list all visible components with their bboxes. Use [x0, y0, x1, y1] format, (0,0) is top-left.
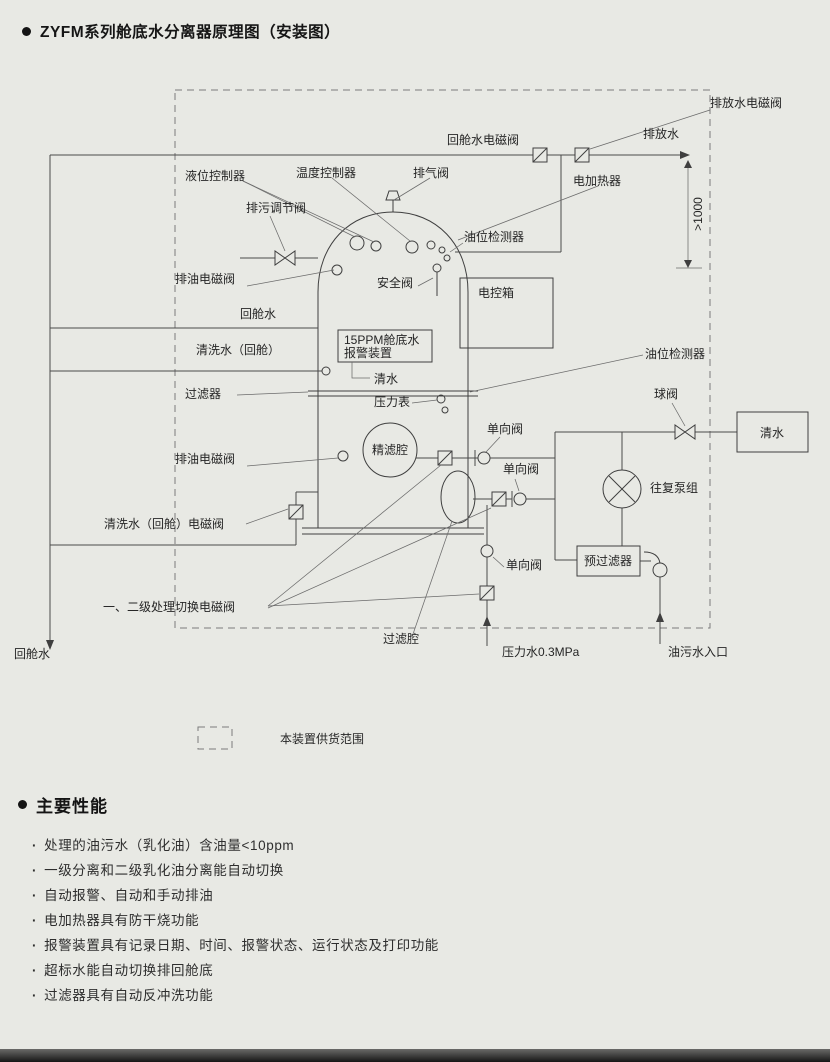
- left-side-piping: [50, 257, 322, 546]
- features-heading-row: 主要性能: [18, 792, 798, 817]
- label-alarm-line2: 报警装置: [344, 345, 392, 360]
- label-return-water-bottom: 回舱水: [14, 647, 50, 661]
- legend-dashed-box: [197, 726, 233, 750]
- label-safety-valve: 安全阀: [377, 275, 413, 290]
- label-heater: 电加热器: [573, 174, 621, 188]
- label-leader-lines: [236, 109, 711, 638]
- label-return-solenoid: 回舱水电磁阀: [447, 132, 519, 147]
- check-valve-2-icon: [513, 492, 527, 506]
- label-clean-water-box: 清水: [760, 426, 784, 440]
- schematic-diagram: 排放水电磁阀 回舱水电磁阀 排放水 >1000 液位控制器 温度控制器 排气阀 …: [14, 89, 809, 750]
- outlet-row-2: [473, 491, 555, 507]
- check-valve-3-icon: [480, 544, 494, 558]
- reciprocating-pump-icon: [602, 469, 642, 509]
- label-prefilter: 预过滤器: [584, 554, 632, 568]
- label-level-controller: 液位控制器: [185, 168, 245, 183]
- filter-chamber-shape: [440, 470, 476, 524]
- label-check-valve-2: 单向阀: [503, 461, 539, 476]
- label-oil-detector-top: 油位检测器: [464, 229, 524, 244]
- sewage-regulating-valve-icon: [274, 250, 296, 266]
- inlet-foot-valve-icon: [643, 551, 668, 578]
- label-fine-chamber: 精滤腔: [372, 442, 408, 457]
- feature-item: 一级分离和二级乳化油分离能自动切换: [32, 858, 798, 883]
- label-wash-water: 清洗水（回舱）: [196, 343, 280, 357]
- label-alarm-line1: 15PPM舱底水: [344, 332, 419, 347]
- wash-water-solenoid-icon: [288, 504, 304, 520]
- separator-vessel: [302, 211, 484, 535]
- page-title: ZYFM系列舱底水分离器原理图（安装图）: [40, 24, 341, 41]
- return-solenoid-valve-icon: [532, 147, 548, 163]
- switch-solenoid-1-icon: [437, 450, 453, 466]
- label-switch-solenoid: 一、二级处理切换电磁阀: [103, 599, 235, 614]
- document-title-row: ZYFM系列舱底水分离器原理图（安装图）: [22, 20, 340, 42]
- feature-item: 超标水能自动切换排回舱底: [32, 958, 798, 983]
- bullet-icon: [22, 26, 31, 36]
- bullet-icon: [18, 800, 27, 809]
- switch-solenoid-2-icon: [491, 491, 507, 507]
- label-vent-valve: 排气阀: [413, 165, 449, 180]
- features-heading: 主要性能: [36, 797, 108, 816]
- outlet-row-1: [416, 450, 555, 466]
- feature-list: 处理的油污水（乳化油）含油量<10ppm 一级分离和二级乳化油分离能自动切换 自…: [18, 833, 798, 1008]
- label-ball-valve: 球阀: [654, 387, 678, 401]
- label-oil-drain-solenoid-2: 排油电磁阀: [175, 451, 235, 466]
- right-side-piping: [554, 431, 737, 644]
- discharge-arrow-icon: [680, 151, 690, 159]
- feature-item: 报警装置具有记录日期、时间、报警状态、运行状态及打印功能: [32, 933, 798, 958]
- height-dimension: [676, 160, 702, 269]
- feature-item: 自动报警、自动和手动排油: [32, 883, 798, 908]
- switch-solenoid-3-icon: [479, 585, 495, 601]
- feature-item: 过滤器具有自动反冲洗功能: [32, 983, 798, 1008]
- label-oil-drain-solenoid-1: 排油电磁阀: [175, 271, 235, 286]
- label-filter-chamber: 过滤腔: [383, 631, 419, 646]
- label-drain-water: 排放水: [643, 126, 679, 141]
- return-arrow-icon: [46, 640, 54, 650]
- pressure-gauge-icon: [436, 394, 449, 414]
- label-filter: 过滤器: [185, 387, 221, 401]
- pressure-water-arrow-icon: [483, 616, 491, 626]
- ball-valve-icon: [674, 424, 696, 440]
- label-pressure-gauge: 压力表: [374, 395, 410, 409]
- top-discharge-piping: [49, 154, 682, 642]
- alarm-device-box: [337, 329, 433, 363]
- piping-diagram-svg: 排放水电磁阀 回舱水电磁阀 排放水 >1000 液位控制器 温度控制器 排气阀 …: [14, 89, 809, 750]
- label-sewage-valve: 排污调节阀: [246, 201, 306, 215]
- scan-edge-shadow: [0, 1049, 830, 1062]
- label-wash-solenoid: 清洗水（回舱）电磁阀: [104, 516, 224, 531]
- wash-water-nozzle-icon: [321, 366, 331, 376]
- label-control-box: 电控箱: [478, 285, 514, 300]
- supply-scope-boundary: [174, 89, 711, 629]
- oil-drain-nozzle-2-icon: [337, 450, 349, 462]
- check-valve-1-icon: [477, 451, 491, 465]
- safety-valve-icon: [432, 263, 442, 296]
- inlet-flow-arrow-icon: [656, 612, 664, 622]
- prefilter-box: [576, 545, 641, 577]
- feature-item: 处理的油污水（乳化油）含油量<10ppm: [32, 833, 798, 858]
- feature-item: 电加热器具有防干烧功能: [32, 908, 798, 933]
- label-check-valve-3: 单向阀: [506, 557, 542, 572]
- label-oily-water-inlet: 油污水入口: [668, 645, 728, 659]
- control-box: [459, 277, 554, 349]
- dome-sensor-icons: [349, 235, 451, 262]
- legend-label: 本装置供货范围: [280, 731, 364, 746]
- fine-filter-chamber: [362, 422, 418, 478]
- label-dimension: >1000: [691, 197, 705, 231]
- alarm-to-cleanwater-line: [351, 362, 370, 379]
- drain-solenoid-valve-icon: [574, 147, 590, 163]
- label-pressure-water: 压力水0.3MPa: [502, 645, 580, 659]
- label-clean-water: 清水: [374, 372, 398, 386]
- label-return-water: 回舱水: [240, 307, 276, 321]
- features-section: 主要性能 处理的油污水（乳化油）含油量<10ppm 一级分离和二级乳化油分离能自…: [18, 792, 798, 1008]
- label-temp-controller: 温度控制器: [296, 165, 356, 180]
- label-check-valve-1: 单向阀: [487, 421, 523, 436]
- label-drain-solenoid: 排放水电磁阀: [710, 95, 782, 110]
- vent-valve-icon: [385, 190, 401, 212]
- clean-water-supply-box: [736, 411, 809, 453]
- label-pump: 往复泵组: [650, 480, 698, 495]
- label-oil-detector-right: 油位检测器: [645, 346, 705, 361]
